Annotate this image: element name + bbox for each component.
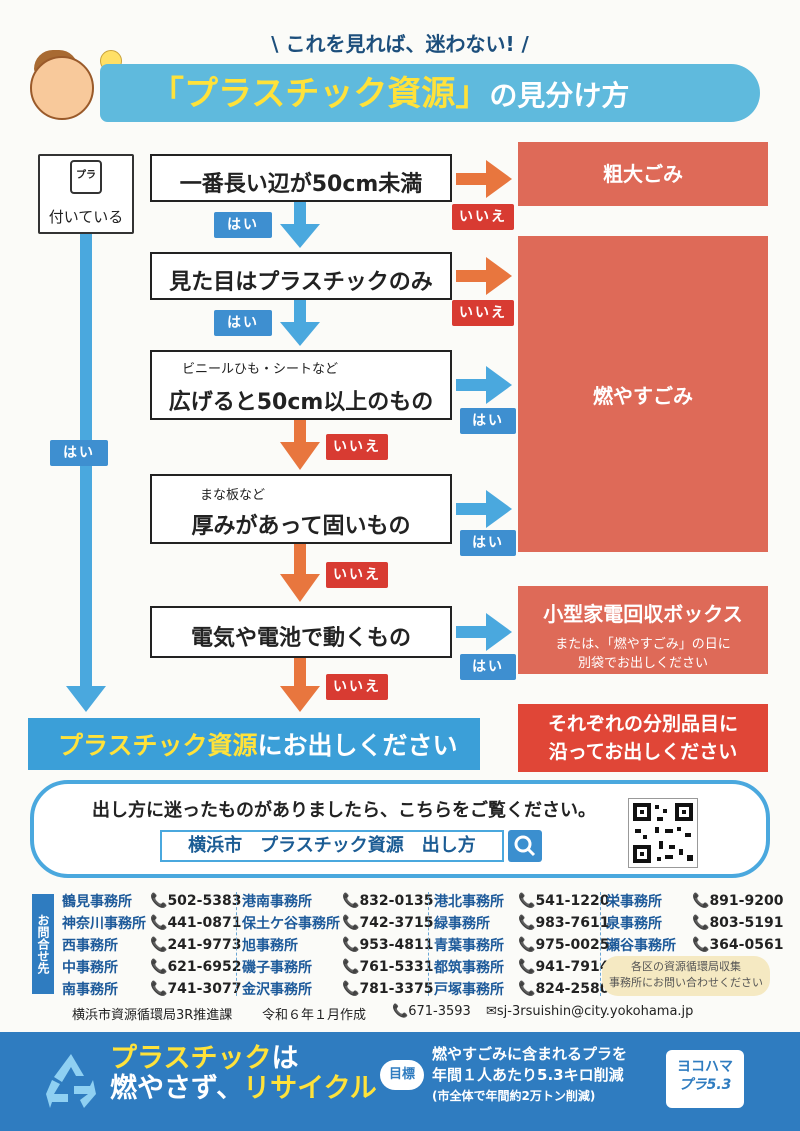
contact-row: 中事務所📞621-6952 [62,959,242,976]
question-5: 電気や電池で動くもの [150,606,452,658]
contact-row: 神奈川事務所📞441-0871 [62,915,242,932]
contact-divider [428,892,429,996]
no-tag-3: いいえ [326,434,388,460]
question-5-text: 電気や電池で動くもの [190,626,411,651]
search-button [508,830,542,862]
search-query-box: 横浜市 プラスチック資源 出し方 [160,830,504,862]
yes-tag-3: はい [460,408,516,434]
goal-badge: 目標 [380,1060,424,1090]
footer-email: ✉sj-3rsuishin@city.yokohama.jp [486,1004,694,1019]
no-tag-4: いいえ [326,562,388,588]
result-moyasu: 燃やすごみ [518,236,768,552]
pla-mark-label: 付いている [48,208,124,226]
contact-row: 保土ケ谷事務所📞742-3715 [242,915,434,932]
no-tag-1: いいえ [452,204,514,230]
other-line1: それぞれの分別品目に [547,713,738,735]
bottom-slogan: プラスチックは 燃やさず、リサイクル [110,1043,377,1104]
question-3: ビニールひも・シートなど 広げると50cm以上のもの [150,350,452,420]
contact-row: 泉事務所📞803-5191 [606,915,784,932]
contact-row: 戸塚事務所📞824-2580 [434,981,610,998]
title-banner [100,64,760,122]
cta-rest: にお出しください [257,731,458,760]
pla-recycle-mark-icon: プラ [70,160,102,194]
contact-row: 南事務所📞741-3077 [62,981,242,998]
no-tag-2: いいえ [452,300,514,326]
other-line2: 沿ってお出しください [548,741,738,763]
contact-column-4: 栄事務所📞891-9200 泉事務所📞803-5191 瀬谷事務所📞364-05… [606,890,784,956]
contact-row: 港南事務所📞832-0135 [242,893,434,910]
contact-row: 瀬谷事務所📞364-0561 [606,937,784,954]
yes-tag-4: はい [460,530,516,556]
phone-icon: 📞 [392,1004,409,1019]
question-3-text: 広げると50cm以上のもの [168,390,434,415]
contact-label: お問合せ先 [32,894,54,994]
yes-tag-1: はい [214,212,272,238]
result-other: それぞれの分別品目に 沿ってお出しください [518,704,768,772]
goal-text: 燃やすごみに含まれるプラを 年間１人あたり5.3キロ削減 (市全体で年間約2万ト… [432,1045,628,1103]
question-1-text: 一番長い辺が50cm未満 [179,172,423,197]
contact-note: 各区の資源循環局収集 事務所にお問い合わせください [602,956,770,996]
kaden-line1: または、「燃やすごみ」の日に [555,637,731,652]
kaden-title: 小型家電回収ボックス [543,602,743,626]
cta-text: プラスチック資源にお出しください [58,726,458,762]
question-1: 一番長い辺が50cm未満 [150,154,452,202]
footer-issuer: 横浜市資源循環局3R推進課 [72,1008,233,1023]
question-4-sub: まな板など [200,488,266,503]
question-4: まな板など 厚みがあって固いもの [150,474,452,544]
pla-mark-box [38,154,134,234]
kaden-line2: 別袋でお出しください [577,656,708,671]
question-2: 見た目はプラスチックのみ [150,252,452,300]
contact-row: 磯子事務所📞761-5331 [242,959,434,976]
contact-row: 緑事務所📞983-7611 [434,915,610,932]
title-highlight: 「プラスチック資源」 [150,74,490,114]
character-face-icon [30,56,94,120]
contact-divider [236,892,237,996]
search-icon [514,835,536,857]
result-sodai: 粗大ごみ [518,142,768,206]
yes-tag-5: はい [460,654,516,680]
contact-note-line2: 事務所にお問い合わせください [609,976,763,989]
page-title: 「プラスチック資源」の見分け方 [150,66,629,115]
result-kaden: 小型家電回収ボックス または、「燃やすごみ」の日に 別袋でお出しください [518,586,768,674]
title-tail: の見分け方 [489,79,630,112]
contact-column-1: 鶴見事務所📞502-5383 神奈川事務所📞441-0871 西事務所📞241-… [62,890,242,1000]
contact-row: 金沢事務所📞781-3375 [242,981,434,998]
cta-highlight: プラスチック資源 [58,731,258,760]
contact-note-line1: 各区の資源循環局収集 [631,960,741,973]
footer-date: 令和６年１月作成 [262,1008,367,1023]
question-2-text: 見た目はプラスチックのみ [169,270,433,295]
contact-row: 都筑事務所📞941-7914 [434,959,610,976]
contact-row: 青葉事務所📞975-0025 [434,937,610,954]
yokohama-pla-logo: ヨコハマ プラ5.3 [666,1050,744,1108]
yes-tag-left: はい [50,440,108,466]
contact-row: 旭事務所📞953-4811 [242,937,434,954]
no-tag-5: いいえ [326,674,388,700]
qr-code-icon [628,798,698,868]
contact-divider [600,892,601,996]
question-3-sub: ビニールひも・シートなど [182,362,339,377]
mail-icon: ✉ [486,1004,497,1019]
header-subtitle: \ これを見れば、迷わない! / [271,32,529,56]
contact-row: 鶴見事務所📞502-5383 [62,893,242,910]
contact-row: 港北事務所📞541-1220 [434,893,610,910]
contact-column-3: 港北事務所📞541-1220 緑事務所📞983-7611 青葉事務所📞975-0… [434,890,610,1000]
footer-tel: 📞671-3593 [392,1004,471,1019]
contact-row: 西事務所📞241-9773 [62,937,242,954]
search-lead-text: 出し方に迷ったものがありましたら、こちらをご覧ください。 [92,800,596,821]
recycle-icon [46,1054,96,1108]
contact-column-2: 港南事務所📞832-0135 保土ケ谷事務所📞742-3715 旭事務所📞953… [242,890,434,1000]
question-4-text: 厚みがあって固いもの [191,514,411,539]
yes-tag-2: はい [214,310,272,336]
cta-banner [28,718,480,770]
contact-row: 栄事務所📞891-9200 [606,893,784,910]
